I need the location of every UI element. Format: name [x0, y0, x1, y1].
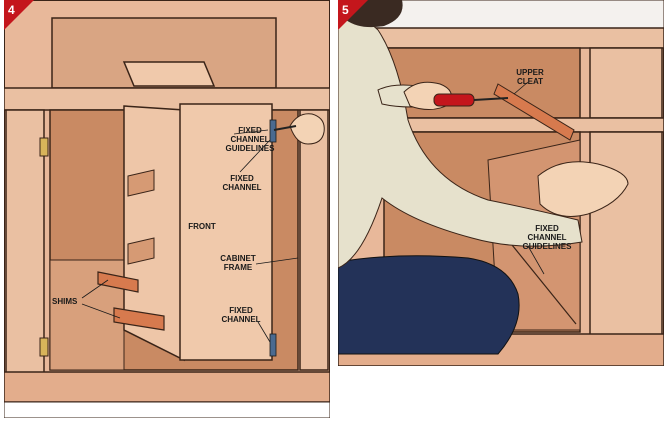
label-fixed-channel-top: FIXED CHANNEL: [222, 174, 262, 192]
leader-shim-2: [81, 303, 121, 319]
cabinet-floor: [49, 259, 125, 371]
label-upper-cleat: UPPER CLEAT: [516, 68, 544, 86]
right-drawer: [589, 47, 663, 119]
hand-right: [537, 161, 629, 217]
label-cabinet-frame: CABINET FRAME: [220, 254, 256, 272]
left-door: [5, 109, 45, 381]
toe-kick: [4, 371, 330, 403]
person-shirt: [338, 17, 583, 269]
screwdriver: [273, 125, 297, 131]
label-fixed-channel-bottom: FIXED CHANNEL: [221, 306, 261, 324]
channel-guideline: [507, 239, 577, 325]
label-front: FRONT: [188, 222, 216, 231]
leader-upper-cleat: [513, 81, 529, 95]
floor-edge: [4, 401, 330, 418]
mid-rail: [377, 117, 664, 133]
fixed-channel-top: [269, 119, 277, 143]
leader-fixed-channel-bottom: [257, 321, 271, 343]
shim-2: [113, 307, 165, 331]
cabinet-rail: [4, 87, 330, 111]
person-pants: [338, 255, 520, 355]
label-shims: SHIMS: [52, 297, 78, 306]
upper-cleat: [493, 83, 575, 141]
screwdriver-handle: [433, 93, 475, 107]
right-door: [589, 131, 663, 343]
top-tray: [122, 61, 216, 87]
screwdriver-shaft: [473, 97, 509, 101]
step-number-4: 4: [8, 3, 15, 17]
hand: [289, 113, 325, 145]
pullout-shelf-2: [127, 237, 155, 265]
panel-4-drawing: 4: [4, 0, 330, 418]
pullout-front: [179, 103, 273, 361]
panel-5-drawing: 5: [338, 0, 664, 366]
step-badge-4: [4, 0, 34, 30]
right-stile: [299, 109, 329, 371]
fixed-channel-bottom: [269, 333, 277, 357]
leader-fixed-channel-top: [239, 139, 271, 173]
pullout-shelf-1: [127, 169, 155, 197]
leader-shim-1: [81, 279, 109, 299]
hinge-bottom: [39, 337, 49, 357]
step-number-5: 5: [342, 3, 349, 17]
shim-1: [97, 271, 139, 293]
hinge-top: [39, 137, 49, 157]
step-badge-5: [338, 0, 368, 30]
leader-guidelines: [233, 129, 269, 135]
illustration-panel-4: 4 FIXED CHANNEL GUIDELINES FIXED CHANNEL…: [4, 0, 330, 418]
label-fixed-channel-guidelines-5: FIXED CHANNEL GUIDELINES: [522, 224, 572, 251]
leader-guidelines: [527, 245, 545, 275]
leader-cabinet-frame: [255, 257, 299, 265]
label-fixed-channel-guidelines: FIXED CHANNEL GUIDELINES: [225, 126, 275, 153]
illustration-panel-5: 5 UPPER CLEAT FIXED CHANNEL GUIDELINES: [338, 0, 664, 366]
